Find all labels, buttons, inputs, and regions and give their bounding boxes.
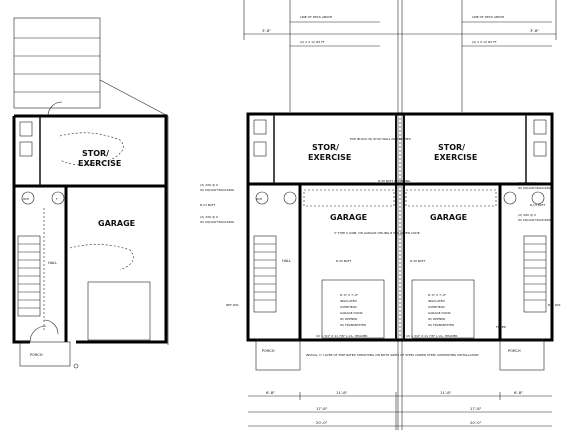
header-note-a: (2) 1 3/4" X 11 7/8" L.V.L. HEADER <box>316 334 368 338</box>
right-note-4: (2) 2X6 @ 0 <box>518 213 536 217</box>
dim-bottom-1: 6'-8" <box>266 390 275 395</box>
right-note-3: R-13 BATT <box>530 203 545 207</box>
right-note-1: (1) 2X6 @ 0 <box>518 181 536 185</box>
left-stairs <box>17 235 41 317</box>
r30-batt-a: R-30 BATT <box>336 259 351 263</box>
right-note-6: RET W.R. <box>548 303 561 307</box>
svg-text:GARAGE DOOR: GARAGE DOOR <box>340 311 363 315</box>
dim-bottom-2: 11'-8" <box>336 390 348 395</box>
svg-text:INSULATED: INSULATED <box>428 299 446 303</box>
garage-a-label: GARAGE <box>330 213 367 222</box>
left-garage-label: GARAGE <box>98 219 135 228</box>
right-note-5: W/ SQUASH BLOCKING <box>518 218 553 222</box>
right-note-2: W/ SQUASH BLOCKING <box>518 186 553 190</box>
door-note-a: 8'-0" X 7'-0" INSULATED OVERHEAD GARAGE … <box>340 293 366 327</box>
left-floor-plan: STOR/ EXERCISE GARAGE HALL PORCH W/H F <box>12 17 169 369</box>
svg-text:OVERHEAD: OVERHEAD <box>428 305 446 309</box>
left-note-3: R-13 BATT <box>200 203 215 207</box>
water-heater-b-icon <box>531 191 545 205</box>
left-note-2: W/ SQUASH BLOCKING <box>200 188 235 192</box>
left-exterior-wall <box>14 114 168 344</box>
garage-door-a <box>321 279 385 339</box>
water-heater-icon <box>21 191 35 205</box>
install-note: INSTALL 1" LAYER OF FIRE RATED SHEATHING… <box>306 353 479 357</box>
porch-left-label: PORCH <box>262 349 275 353</box>
hall-label: HALL <box>282 259 291 263</box>
left-garage-door <box>87 281 151 341</box>
left-exercise-label: EXERCISE <box>78 159 121 168</box>
svg-text:INSULATED: INSULATED <box>340 299 358 303</box>
svg-text:W/ OPENER: W/ OPENER <box>340 317 357 321</box>
dim-bottom-7: 20'-0" <box>316 420 328 425</box>
deck-note-b: LINE OF DECK ABOVE <box>472 15 504 19</box>
top-dim-b: 3'-6" <box>530 28 539 33</box>
left-note-5: W/ SQUASH BLOCKING <box>200 220 235 224</box>
svg-text:GARAGE DOOR: GARAGE DOOR <box>428 311 451 315</box>
right-floor-plan: LINE OF DECK ABOVE (2) 2 X 12 #2 FT LINE… <box>200 0 561 430</box>
right-wh-tag: W/H <box>256 197 262 201</box>
left-note-6: RET W.R. <box>226 303 239 307</box>
garage-b-label: GARAGE <box>430 213 467 222</box>
svg-text:W/ TRANSMITTER: W/ TRANSMITTER <box>340 323 366 327</box>
r30-batt-b: R-30 BATT <box>410 259 425 263</box>
party-wall-note: EXP. BLOCK W/ STUD WALL NO FINISHES <box>350 137 411 141</box>
svg-text:W/ TRANSMITTER: W/ TRANSMITTER <box>428 323 454 327</box>
svg-text:OVERHEAD: OVERHEAD <box>340 305 358 309</box>
svg-text:8'-0" X 7'-0": 8'-0" X 7'-0" <box>340 293 359 297</box>
stor-b-label: STOR/ <box>438 143 465 152</box>
dim-bottom-3: 6'-8" <box>514 390 523 395</box>
garage-fire-note: 3' TYPE X GWB. ON GARAGE CEILING 8 WALLS… <box>334 231 420 235</box>
garage-door-b <box>411 279 475 339</box>
deck-area <box>13 17 101 109</box>
left-note-4: (2) 2X6 @ 0 <box>200 215 218 219</box>
stor-a-label: STOR/ <box>312 143 339 152</box>
dim-bottom-8: 20'-0" <box>470 420 482 425</box>
right-exterior-wall <box>246 112 554 342</box>
left-stor-label: STOR/ <box>82 149 109 158</box>
joist-note-a: (2) 2 X 12 #2 FT <box>300 40 325 44</box>
door-note-b: 8'-0" X 7'-0" INSULATED OVERHEAD GARAGE … <box>428 293 454 327</box>
svg-text:W/ OPENER: W/ OPENER <box>428 317 445 321</box>
dim-bottom-5: 17'-8" <box>316 406 328 411</box>
left-hall-label: HALL <box>48 261 57 265</box>
porch-right-label: PORCH <box>508 349 521 353</box>
left-note-1: (3) 2X6 @ 0 <box>200 183 218 187</box>
left-porch-label: PORCH <box>30 353 43 357</box>
dim-bottom-6: 17'-8" <box>470 406 482 411</box>
joist-note-b: (2) 2 X 12 #2 FT <box>472 40 497 44</box>
header-note-b: (2) 1 3/4" X 11 7/8" L.V.L. HEADER <box>406 334 458 338</box>
exercise-a-label: EXERCISE <box>308 153 351 162</box>
left-wh-tag: W/H <box>23 197 29 201</box>
deck-note-a: LINE OF DECK ABOVE <box>300 15 332 19</box>
top-dim-a: 3'-6" <box>262 28 271 33</box>
foyer-label: FOYER <box>496 325 506 329</box>
water-heater-a-icon <box>255 191 269 205</box>
dim-bottom-4: 11'-8" <box>440 390 452 395</box>
right-stairs-a <box>253 235 277 313</box>
left-f-tag: F <box>56 197 58 201</box>
svg-text:8'-0" X 7'-0": 8'-0" X 7'-0" <box>428 293 447 297</box>
right-stairs-b <box>523 235 547 313</box>
exercise-b-label: EXERCISE <box>434 153 477 162</box>
ceiling-batt-note: R-30 BATT IN CEILING <box>378 179 411 183</box>
